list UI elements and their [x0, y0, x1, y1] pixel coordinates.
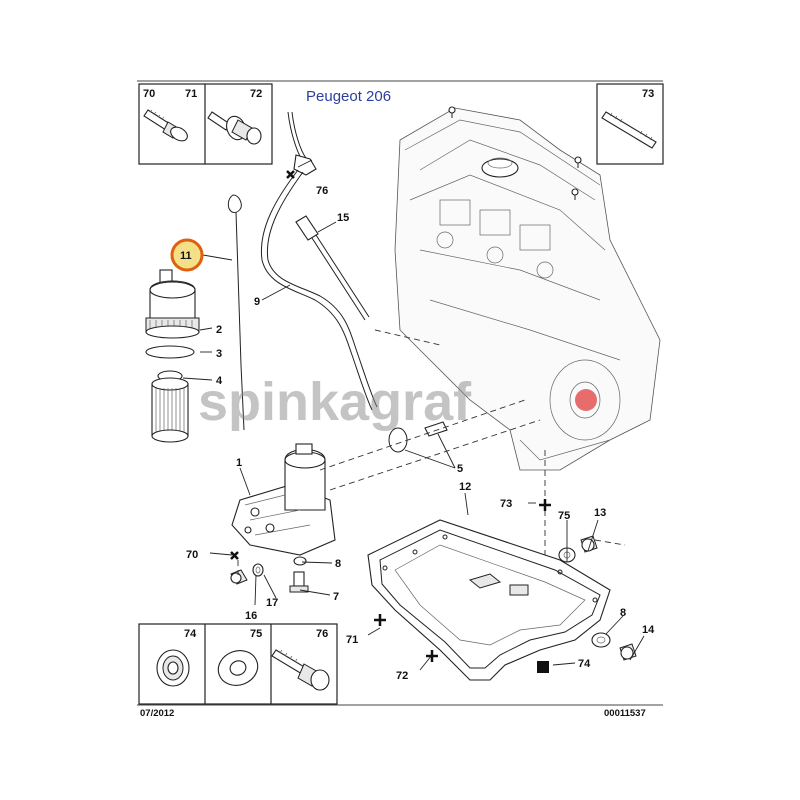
kit-box-bottom-left[interactable]: 74 75 76 [138, 623, 338, 705]
leader-lines [182, 159, 645, 671]
kit-label-75: 75 [250, 628, 262, 640]
callout-labels: 2 3 4 1 5 9 76 15 12 73 75 13 70 8 7 17 … [186, 185, 655, 682]
filter-element[interactable] [151, 370, 189, 443]
callout-12: 12 [459, 481, 471, 493]
oil-pan[interactable] [367, 519, 611, 681]
callout-9: 9 [254, 296, 260, 308]
callout-8a: 8 [335, 558, 341, 570]
washer-icon [217, 650, 259, 686]
highlight-ring [170, 238, 204, 272]
drain-plug-16[interactable] [230, 569, 248, 585]
kit-label-72: 72 [250, 88, 262, 100]
seal-icon [156, 649, 190, 687]
oil-sensor[interactable] [295, 215, 370, 321]
seal-8a[interactable] [293, 556, 307, 566]
footer-code: 00011537 [604, 708, 646, 719]
callout-7: 7 [333, 591, 339, 603]
hex-bolt-icon [271, 649, 330, 691]
kit-label-76: 76 [316, 628, 328, 640]
kit-box-top-left[interactable]: 70 71 72 [138, 83, 273, 165]
callout-11: 11 [180, 250, 192, 262]
bolt-13[interactable] [580, 535, 598, 553]
washer-8b[interactable] [591, 632, 611, 648]
callout-70: 70 [186, 549, 198, 561]
o-ring[interactable] [145, 345, 195, 359]
kit-label-74: 74 [184, 628, 197, 640]
washer-17[interactable] [252, 563, 264, 577]
callout-2: 2 [216, 324, 222, 336]
callout-13: 13 [594, 507, 606, 519]
callout-74: 74 [578, 658, 591, 670]
dipstick[interactable] [227, 194, 245, 431]
square-marker [537, 661, 549, 673]
kit-label-70: 70 [143, 88, 155, 100]
callout-3: 3 [216, 348, 222, 360]
watermark-dot [575, 389, 597, 411]
watermark: spinkagraf [198, 372, 597, 432]
filter-housing-assembly[interactable] [231, 443, 336, 556]
kit-box-top-right[interactable]: 73 [596, 83, 664, 165]
kit-label-71: 71 [185, 88, 197, 100]
bolt-washer-icon [207, 111, 262, 145]
callout-75: 75 [558, 510, 570, 522]
oil-pressure-switch-7[interactable] [289, 571, 309, 593]
fastener-markers [230, 170, 551, 662]
callout-73: 73 [500, 498, 512, 510]
oil-filter-cap[interactable] [145, 269, 200, 339]
flange-bolt-icon [143, 109, 188, 142]
callout-15: 15 [337, 212, 349, 224]
callout-8b: 8 [620, 607, 626, 619]
callout-5: 5 [457, 463, 463, 475]
callout-72: 72 [396, 670, 408, 682]
callout-17: 17 [266, 597, 278, 609]
callout-76-top: 76 [316, 185, 328, 197]
callout-71: 71 [346, 634, 358, 646]
drain-plug-14[interactable] [619, 643, 637, 661]
diagram-title: Peugeot 206 [306, 88, 391, 105]
callout-14: 14 [642, 624, 655, 636]
stud-icon [601, 111, 657, 149]
watermark-text: spinkagraf [198, 372, 472, 432]
kit-label-73: 73 [642, 88, 654, 100]
callout-4: 4 [216, 375, 223, 387]
callout-16: 16 [245, 610, 257, 622]
callout-11-highlight[interactable]: 11 [170, 238, 204, 272]
dipstick-tube[interactable] [260, 111, 378, 411]
callout-1: 1 [236, 457, 242, 469]
engine-block [394, 106, 661, 471]
footer-date: 07/2012 [140, 708, 174, 719]
